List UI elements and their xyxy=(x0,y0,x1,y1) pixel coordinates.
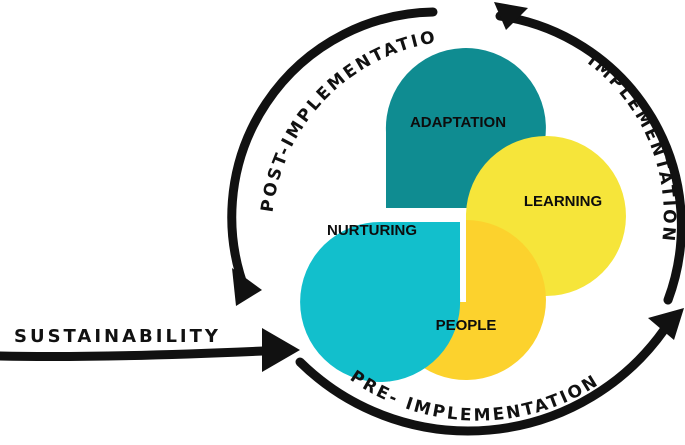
arrowhead-pre-implementation xyxy=(648,308,684,340)
arrowhead-post-implementation xyxy=(232,268,262,306)
arrowhead-implementation xyxy=(494,2,528,30)
arrow-post-implementation xyxy=(227,7,438,297)
arrowhead-sustainability xyxy=(262,328,300,372)
arrow-pre-implementation xyxy=(295,325,669,436)
label-people: PEOPLE xyxy=(436,317,497,334)
label-sustainability: SUSTAINABILITY xyxy=(14,326,221,347)
arrow-sustainability xyxy=(0,345,290,362)
label-learning: LEARNING xyxy=(524,193,602,210)
arrow-implementation xyxy=(495,11,685,305)
cycle-label-post-implementation-text: POST-IMPLEMENTATION xyxy=(0,0,436,213)
cycle-label-post-implementation: POST-IMPLEMENTATION xyxy=(0,0,439,213)
label-adaptation: ADAPTATION xyxy=(410,114,506,131)
label-nurturing: NURTURING xyxy=(327,222,417,239)
petal-nurturing xyxy=(300,221,461,382)
